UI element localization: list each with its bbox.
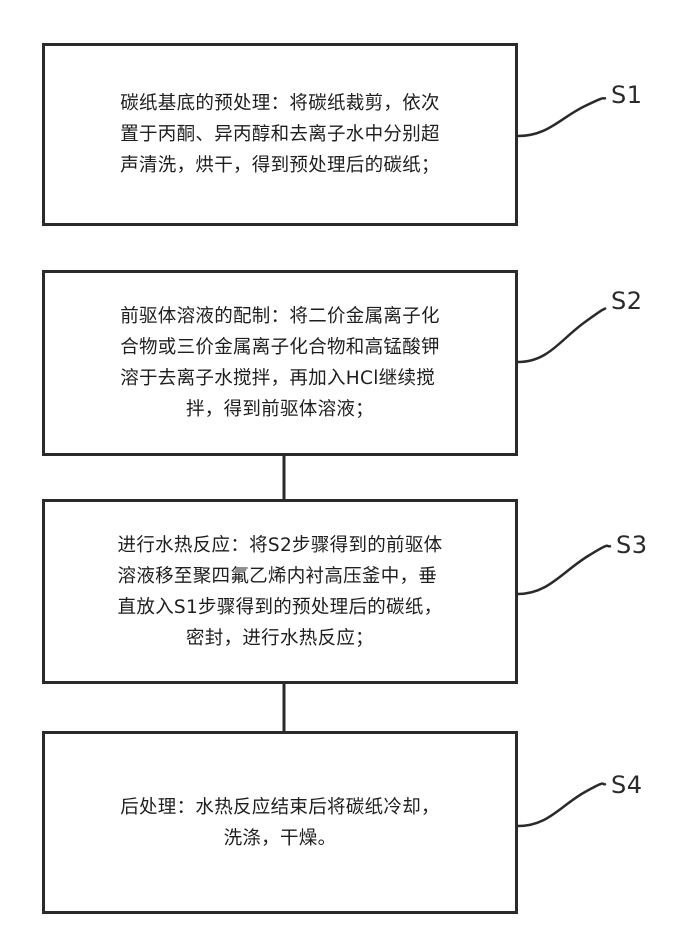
step-label-s4: S4 — [611, 771, 643, 799]
step-text-s4: 后处理：水热反应结束后将碳纸冷却， 洗涤，干燥。 — [120, 792, 440, 854]
step-box-s2: 前驱体溶液的配制：将二价金属离子化 合物或三价金属离子化合物和高锰酸钾 溶于去离… — [42, 270, 518, 456]
step-s1-line: 置于丙酮、异丙醇和去离子水中分别超 — [120, 119, 440, 150]
step-s3-line: 进行水热反应：将S2步骤得到的前驱体 — [118, 530, 443, 561]
leader-s1 — [518, 98, 606, 136]
leader-s3 — [518, 546, 611, 594]
leader-s2 — [518, 308, 606, 362]
step-box-s1: 碳纸基底的预处理：将碳纸裁剪，依次 置于丙酮、异丙醇和去离子水中分别超 声清洗，… — [42, 43, 518, 226]
step-s3-line: 密封，进行水热反应； — [118, 623, 443, 654]
leader-s4 — [518, 784, 606, 827]
step-s2-line: 前驱体溶液的配制：将二价金属离子化 — [120, 301, 440, 332]
step-s4-line: 洗涤，干燥。 — [120, 823, 440, 854]
step-text-s2: 前驱体溶液的配制：将二价金属离子化 合物或三价金属离子化合物和高锰酸钾 溶于去离… — [120, 301, 440, 425]
step-text-s3: 进行水热反应：将S2步骤得到的前驱体 溶液移至聚四氟乙烯内衬高压釜中，垂 直放入… — [118, 530, 443, 654]
step-label-s1: S1 — [611, 81, 643, 109]
step-text-s1: 碳纸基底的预处理：将碳纸裁剪，依次 置于丙酮、异丙醇和去离子水中分别超 声清洗，… — [120, 88, 440, 181]
step-s1-line: 碳纸基底的预处理：将碳纸裁剪，依次 — [120, 88, 440, 119]
step-s2-line: 拌，得到前驱体溶液； — [120, 394, 440, 425]
step-box-s4: 后处理：水热反应结束后将碳纸冷却， 洗涤，干燥。 — [42, 731, 518, 914]
step-label-s2: S2 — [611, 287, 643, 315]
step-s3-line: 直放入S1步骤得到的预处理后的碳纸， — [118, 592, 443, 623]
step-s1-line: 声清洗，烘干，得到预处理后的碳纸； — [120, 150, 440, 181]
step-s3-line: 溶液移至聚四氟乙烯内衬高压釜中，垂 — [118, 561, 443, 592]
step-label-s3: S3 — [616, 531, 648, 559]
step-s4-line: 后处理：水热反应结束后将碳纸冷却， — [120, 792, 440, 823]
step-box-s3: 进行水热反应：将S2步骤得到的前驱体 溶液移至聚四氟乙烯内衬高压釜中，垂 直放入… — [42, 499, 518, 684]
step-s2-line: 合物或三价金属离子化合物和高锰酸钾 — [120, 332, 440, 363]
step-s2-line: 溶于去离子水搅拌，再加入HCl继续搅 — [120, 363, 440, 394]
